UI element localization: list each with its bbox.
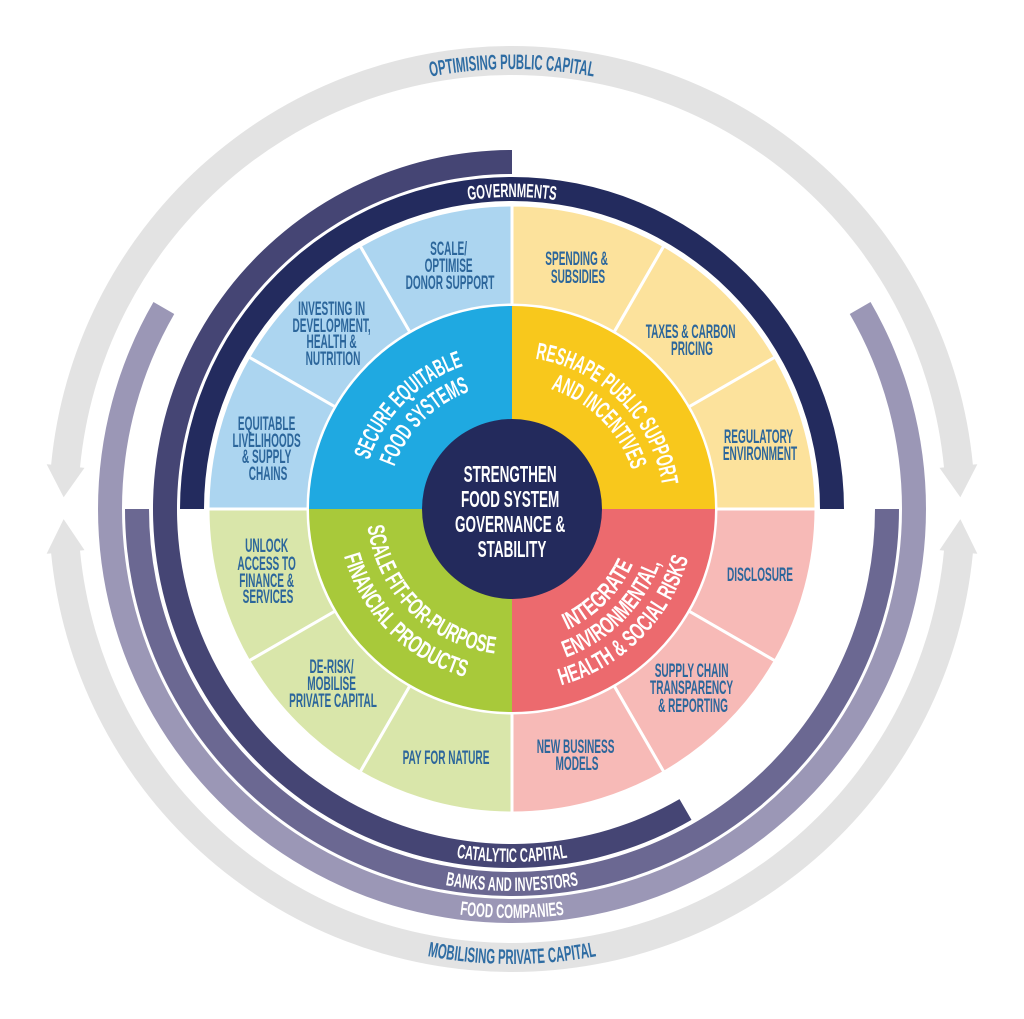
center-label-line: FOOD SYSTEM bbox=[461, 487, 559, 513]
lever-label-line: TRANSPARENCY bbox=[650, 678, 733, 699]
lever-label-unlock-access-to-finance: UNLOCK ACCESS TO FINANCE & SERVICES bbox=[237, 536, 298, 608]
mobilising-private-capital-label-text: MOBILISING PRIVATE CAPITAL bbox=[427, 938, 598, 969]
center-label-line: GOVERNANCE & bbox=[455, 512, 565, 538]
lever-label-line: DISCLOSURE bbox=[727, 565, 793, 586]
lever-segment-new-business-models bbox=[510, 683, 667, 815]
lever-label-line: SUPPLY CHAIN bbox=[655, 661, 729, 682]
lever-segment-taxes-carbon-pricing bbox=[611, 243, 778, 410]
lever-segment-supply-chain-transparency bbox=[611, 608, 778, 775]
center-circle bbox=[422, 419, 602, 599]
lever-ring bbox=[206, 203, 818, 815]
lever-label-de-risk-mobilise: DE-RISK/ MOBILISE PRIVATE CAPITAL bbox=[289, 657, 377, 712]
lever-labels: SCALE/ OPTIMISE DONOR SUPPORT INVESTING … bbox=[233, 239, 798, 775]
lever-label-line: PRICING bbox=[671, 339, 713, 360]
lever-label-line: UNLOCK bbox=[245, 536, 288, 557]
catalytic-capital-label: CATALYTIC CAPITAL bbox=[456, 841, 569, 867]
lever-label-pay-for-nature: PAY FOR NATURE bbox=[403, 748, 490, 769]
lever-label-line: FINANCE & bbox=[239, 571, 294, 592]
lever-label-line: DE-RISK/ bbox=[310, 657, 355, 678]
governments-label-text: GOVERNMENTS bbox=[466, 180, 558, 205]
lever-label-supply-chain-transparency: SUPPLY CHAIN TRANSPARENCY & REPORTING bbox=[650, 661, 736, 717]
lever-label-disclosure: DISCLOSURE bbox=[727, 565, 793, 586]
actor-labels: GOVERNMENTS CATALYTIC CAPITAL BANKS AND … bbox=[445, 180, 580, 923]
lever-label-regulatory-environment: REGULATORY ENVIRONMENT bbox=[723, 427, 798, 465]
center-label-line: STRENGTHEN bbox=[464, 462, 557, 488]
lever-label-line: EQUITABLE bbox=[238, 414, 295, 435]
lever-label-line: & SUPPLY bbox=[242, 447, 291, 468]
center-label-line: STABILITY bbox=[478, 537, 547, 563]
lever-segment-spending-subsidies bbox=[510, 203, 667, 335]
lever-label-line: LIVELIHOODS bbox=[233, 431, 301, 452]
lever-label-line: CHAINS bbox=[249, 464, 288, 485]
lever-label-line: SPENDING & bbox=[545, 249, 608, 270]
governments-label: GOVERNMENTS bbox=[466, 180, 558, 205]
lever-label-scale-optimise-donor-support: SCALE/ OPTIMISE DONOR SUPPORT bbox=[406, 239, 495, 294]
lever-label-line: PAY FOR NATURE bbox=[403, 748, 490, 769]
lever-label-line: NUTRITION bbox=[306, 349, 361, 370]
mobilising-private-capital-label: MOBILISING PRIVATE CAPITAL bbox=[427, 938, 598, 969]
lever-label-line: TAXES & CARBON bbox=[646, 322, 736, 343]
lever-label-spending-subsidies: SPENDING & SUBSIDIES bbox=[545, 249, 610, 288]
lever-label-line: DONOR SUPPORT bbox=[406, 273, 495, 294]
lever-segment-regulatory-environment bbox=[686, 354, 818, 511]
lever-label-line: OPTIMISE bbox=[425, 256, 473, 277]
food-companies-label: FOOD COMPANIES bbox=[459, 898, 565, 923]
lever-label-line: SUBSIDIES bbox=[551, 267, 605, 288]
catalytic-capital-label-text: CATALYTIC CAPITAL bbox=[456, 841, 569, 867]
lever-label-line: NEW BUSINESS bbox=[537, 737, 615, 758]
lever-label-line: PRIVATE CAPITAL bbox=[289, 691, 377, 712]
lever-label-investing-in-development: INVESTING IN DEVELOPMENT, HEALTH & NUTRI… bbox=[292, 299, 373, 370]
food-companies-label-text: FOOD COMPANIES bbox=[459, 898, 565, 923]
lever-label-line: INVESTING IN bbox=[298, 299, 365, 320]
center-label: STRENGTHEN FOOD SYSTEM GOVERNANCE & STAB… bbox=[455, 462, 569, 563]
lever-label-line: DEVELOPMENT, bbox=[292, 316, 370, 337]
lever-label-new-business-models: NEW BUSINESS MODELS bbox=[537, 737, 617, 775]
lever-label-line: MOBILISE bbox=[307, 674, 356, 695]
lever-label-line: ENVIRONMENT bbox=[723, 444, 798, 465]
lever-label-line: SCALE/ bbox=[430, 239, 467, 260]
lever-label-line: SERVICES bbox=[243, 587, 294, 608]
lever-label-line: & REPORTING bbox=[658, 696, 728, 717]
lever-label-line: HEALTH & bbox=[307, 332, 357, 353]
lever-label-line: MODELS bbox=[555, 754, 598, 775]
lever-label-line: ACCESS TO bbox=[237, 554, 296, 575]
lever-label-line: REGULATORY bbox=[724, 427, 793, 448]
lever-segment-disclosure bbox=[686, 507, 818, 664]
lever-label-taxes-carbon-pricing: TAXES & CARBON PRICING bbox=[646, 322, 739, 360]
lever-label-equitable-livelihoods: EQUITABLE LIVELIHOODS & SUPPLY CHAINS bbox=[233, 414, 304, 485]
